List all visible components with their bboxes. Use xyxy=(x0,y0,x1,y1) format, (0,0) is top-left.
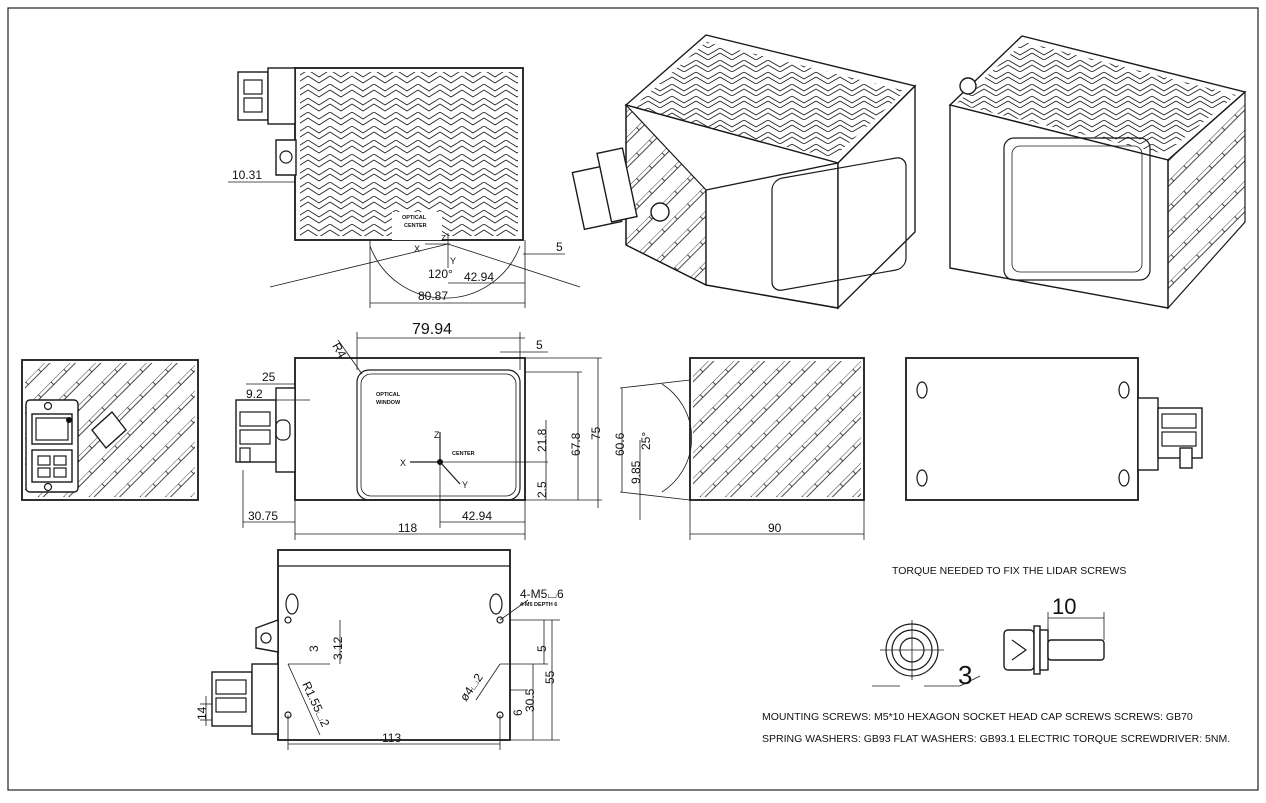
dim-side-9-85: 9.85 xyxy=(629,460,643,484)
dim-front-9-2: 9.2 xyxy=(246,387,263,401)
dim-front-2-5: 2.5 xyxy=(535,481,549,498)
dim-bottom-phi4: ø4⌴2 xyxy=(457,671,486,704)
optical-center-label-2: CENTER xyxy=(404,223,427,229)
screw-detail: TORQUE NEEDED TO FIX THE LIDAR SCREWS 3 … xyxy=(762,565,1230,745)
mounting-note-1: MOUNTING SCREWS: M5*10 HEXAGON SOCKET HE… xyxy=(762,711,1193,723)
dim-holes: 4-M5⌴6 xyxy=(520,587,564,601)
front-axis-y: Y xyxy=(462,480,468,490)
optical-center-label-1: OPTICAL xyxy=(402,215,427,221)
fov-angle: 120° xyxy=(428,267,453,281)
svg-text:CENTER: CENTER xyxy=(452,451,475,457)
dim-front-30-75: 30.75 xyxy=(248,509,278,523)
front-axis-x: X xyxy=(400,458,406,468)
dim-bottom-113: 113 xyxy=(382,731,401,745)
top-axis-y: Y xyxy=(450,256,456,266)
dim-top-42-94: 42.94 xyxy=(464,270,494,284)
optical-window-label-1: OPTICAL xyxy=(376,392,401,398)
dim-front-21-8: 21.8 xyxy=(535,428,549,452)
dim-front-79-94: 79.94 xyxy=(412,321,452,338)
front-axis-z: Z xyxy=(434,430,440,440)
svg-text:Z: Z xyxy=(441,234,446,243)
top-connector xyxy=(237,71,269,121)
sheet-border xyxy=(7,7,1259,791)
dim-side-90: 90 xyxy=(768,521,782,535)
iso-view-right xyxy=(948,35,1247,310)
dim-side-60-6: 60.6 xyxy=(613,432,627,456)
torque-title: TORQUE NEEDED TO FIX THE LIDAR SCREWS xyxy=(892,565,1126,577)
dim-front-42-94: 42.94 xyxy=(462,509,492,523)
dim-front-25: 25 xyxy=(262,370,276,384)
mounting-note-2: SPRING WASHERS: GB93 FLAT WASHERS: GB93.… xyxy=(762,733,1230,745)
front-view: 79.94 R4 5 25 9.2 OPTICAL WINDOW X Z Y C… xyxy=(235,321,603,540)
dim-top-80-87: 80.87 xyxy=(418,289,448,303)
top-view-fins xyxy=(300,72,518,236)
dim-bottom-30-5: 30.5 xyxy=(523,688,537,712)
dim-bottom-5: 5 xyxy=(535,645,549,652)
dim-bottom-6: 6 xyxy=(511,709,525,716)
side-angle-25: 25° xyxy=(639,432,653,450)
left-side-view xyxy=(21,359,199,501)
dim-front-r4: R4 xyxy=(329,340,349,361)
top-view: 10.31 OPTICAL CENTER X Y Z 120° 42.94 80… xyxy=(228,67,581,308)
dim-front-67-8: 67.8 xyxy=(569,432,583,456)
dim-front-75: 75 xyxy=(589,426,603,440)
back-view xyxy=(905,357,1203,501)
top-axis-x: X xyxy=(414,244,420,254)
optical-window-label-2: WINDOW xyxy=(376,400,401,406)
optical-center-label-bg xyxy=(392,212,442,240)
dim-bottom-3: 3 xyxy=(307,645,321,652)
bottom-view: 4-M5⌴6 4-M5 DEPTH 6 3.12 3 R1.55⌴2 ø4⌴2 … xyxy=(195,549,564,750)
dim-bottom-55: 55 xyxy=(543,670,557,684)
dim-washer-3: 3 xyxy=(958,660,972,690)
dim-screw-10: 10 xyxy=(1052,594,1076,619)
dim-holes-sub: 4-M5 DEPTH 6 xyxy=(520,602,557,608)
side-view: 25° 60.6 9.85 90 xyxy=(613,357,865,540)
dim-top-5: 5 xyxy=(556,240,563,254)
dim-front-118: 118 xyxy=(398,521,417,535)
dim-bottom-14: 14 xyxy=(195,706,209,720)
dim-bottom-3-12: 3.12 xyxy=(331,636,345,660)
dim-top-10-31: 10.31 xyxy=(232,168,262,182)
iso-view-left xyxy=(571,34,917,310)
dim-front-5: 5 xyxy=(536,338,543,352)
dim-bottom-r1-55: R1.55⌴2 xyxy=(299,679,332,729)
